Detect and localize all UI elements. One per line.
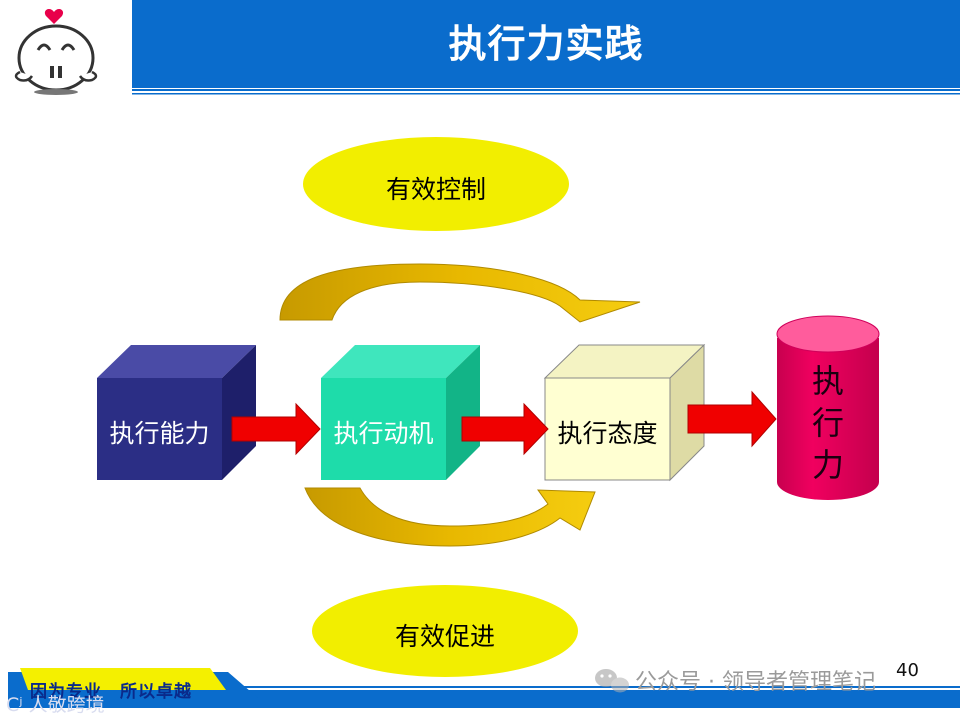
footer-band xyxy=(8,668,960,708)
page-title: 执行力实践 xyxy=(448,22,644,66)
box-execution-motive xyxy=(321,345,480,480)
cylinder-label-char: 执 xyxy=(811,362,844,400)
page-number: 40 xyxy=(896,660,919,681)
bottom-left-watermark: Cʲ 人敬跨境 xyxy=(6,694,105,716)
flow-arrow-3 xyxy=(687,390,777,448)
box-label-attitude: 执行态度 xyxy=(557,419,658,448)
oval-bottom xyxy=(312,585,578,677)
oval-bottom-label: 有效促进 xyxy=(394,622,495,651)
box-label-ability: 执行能力 xyxy=(109,419,210,448)
cylinder-label: 执行力 xyxy=(778,360,878,486)
footer-watermark: 公众号 · 领导者管理笔记 xyxy=(635,670,876,695)
logo-mascot-icon xyxy=(14,9,98,95)
title-bar xyxy=(132,0,960,88)
box-label-motive: 执行动机 xyxy=(333,419,434,448)
box-execution-attitude xyxy=(543,343,706,482)
wechat-icon xyxy=(595,669,629,693)
oval-top-label: 有效控制 xyxy=(385,175,486,204)
cylinder-label-char: 行 xyxy=(811,404,844,442)
box-execution-ability xyxy=(97,345,256,480)
oval-top xyxy=(303,137,569,231)
cylinder-label-char: 力 xyxy=(811,446,844,484)
curved-arrow-bottom xyxy=(304,487,596,547)
flow-arrow-1 xyxy=(231,402,321,456)
flow-arrow-2 xyxy=(461,402,549,456)
footer-slogan: 因为专业 所以卓越 xyxy=(30,682,192,702)
curved-arrow-top xyxy=(279,263,641,323)
cylinder-execution-power xyxy=(776,315,880,500)
